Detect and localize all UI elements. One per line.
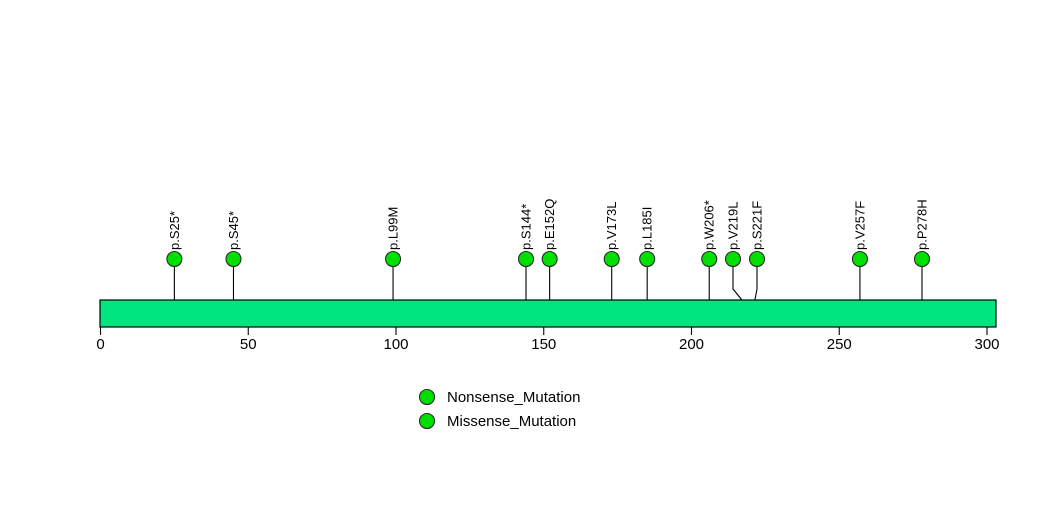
mutation-marker[interactable] — [384, 250, 402, 268]
x-axis-tick-label: 300 — [974, 336, 999, 353]
mutation-marker[interactable] — [701, 250, 718, 268]
legend-label[interactable]: Missense_Mutation — [447, 413, 576, 430]
mutation-label: p.S45* — [226, 211, 241, 250]
mutation-label: p.L99M — [386, 207, 401, 250]
mutation-label: p.S25* — [167, 211, 182, 250]
x-axis-tick-label: 50 — [240, 336, 257, 353]
protein-domain-bar — [99, 299, 997, 328]
x-axis-tick-label: 150 — [531, 336, 556, 353]
mutation-marker[interactable] — [748, 250, 766, 268]
mutation-marker[interactable] — [851, 250, 868, 268]
mutation-label: p.S144* — [519, 204, 534, 250]
mutation-marker[interactable] — [913, 250, 931, 268]
x-axis-tick-label: 200 — [679, 336, 704, 353]
mutation-marker[interactable] — [541, 250, 558, 268]
legend-label[interactable]: Nonsense_Mutation — [447, 389, 580, 406]
x-axis-tick-label: 250 — [827, 336, 852, 353]
mutation-label: p.S221F — [750, 201, 765, 250]
mutation-label: p.L185I — [640, 207, 655, 250]
protein-domain-bar-group — [99, 299, 997, 328]
mutation-marker[interactable] — [517, 250, 535, 268]
legend-marker — [418, 412, 436, 430]
mutation-marker[interactable] — [225, 250, 242, 268]
mutation-label: p.V173L — [604, 202, 619, 250]
mutation-marker[interactable] — [603, 250, 620, 268]
mutation-marker[interactable] — [639, 250, 656, 268]
mutation-label: p.V257F — [852, 201, 867, 250]
mutation-labels-group: p.S25* p.S45* p.L99M p.S144* p.E152Q p.V173L p… — [167, 199, 930, 250]
mutation-label: p.V219L — [726, 202, 741, 250]
mutation-label: p.E152Q — [542, 199, 557, 250]
mutation-marker[interactable] — [724, 250, 742, 268]
mutation-marker[interactable] — [166, 250, 183, 268]
legend-marker — [418, 388, 436, 406]
x-axis-tick-label: 0 — [96, 336, 104, 353]
mutation-label: p.P278H — [914, 199, 929, 250]
mutation-label: p.W206* — [702, 200, 717, 250]
mutation-markers-group — [166, 250, 931, 268]
x-axis-tick-label: 100 — [383, 336, 408, 353]
x-axis-ticks-group: 0 50 100 150 200 250 300 — [96, 327, 1000, 353]
